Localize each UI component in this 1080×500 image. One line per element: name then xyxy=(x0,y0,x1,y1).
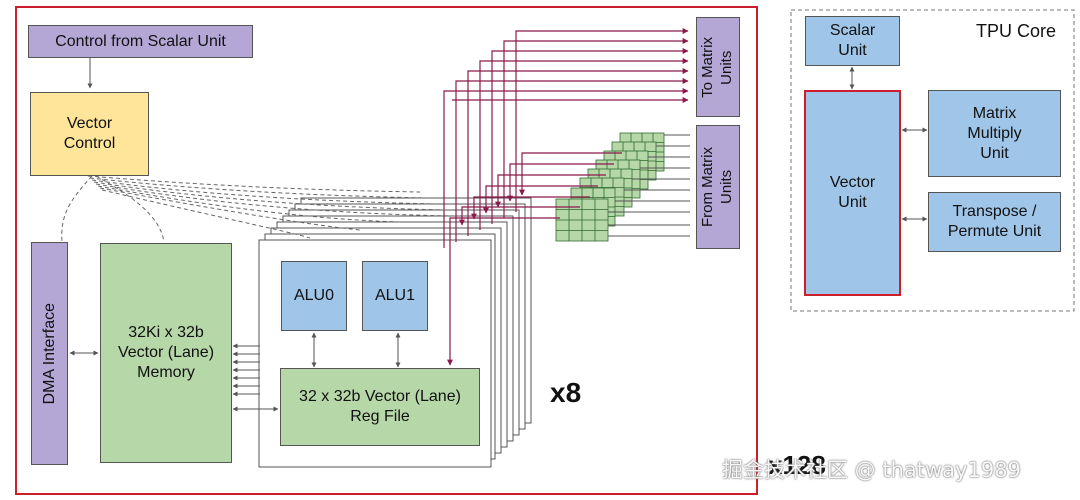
x128-multiplier: x128 xyxy=(768,450,826,480)
alu1-label: ALU1 xyxy=(374,287,416,304)
matrix-multiply-unit-box: Matrix Multiply Unit xyxy=(928,90,1061,177)
transpose-permute-unit-box: Transpose / Permute Unit xyxy=(928,192,1061,252)
matrix-input-lines xyxy=(608,134,690,237)
vector-memory-label: 32Ki x 32b Vector (Lane) Memory xyxy=(117,324,215,381)
transpose-permute-unit-label: Transpose / Permute Unit xyxy=(947,203,1042,240)
alu1-box: ALU1 xyxy=(362,261,428,331)
control-from-scalar-box: Control from Scalar Unit xyxy=(28,25,253,58)
to-matrix-wires xyxy=(443,28,689,248)
vector-control-label: Vector Control xyxy=(63,115,116,152)
reg-file-box: 32 x 32b Vector (Lane) Reg File xyxy=(280,368,480,446)
alu0-box: ALU0 xyxy=(281,261,347,331)
memory-lane-arrows xyxy=(232,343,279,412)
tpu-vector-unit-label: Vector Unit xyxy=(829,174,876,211)
x8-multiplier: x8 xyxy=(550,377,582,408)
vector-memory-box: 32Ki x 32b Vector (Lane) Memory xyxy=(100,243,232,463)
from-matrix-units-box: From Matrix Units xyxy=(696,125,740,249)
watermark: 掘金技术社区 @ thatway1989 xyxy=(722,458,1021,482)
dma-interface-box: DMA Interface xyxy=(31,242,68,465)
vector-control-box: Vector Control xyxy=(30,92,149,176)
tpu-vector-unit-box: Vector Unit xyxy=(804,90,901,296)
matrix-grid-stack xyxy=(555,132,665,242)
to-matrix-units-label: To Matrix Units xyxy=(699,36,735,98)
vector-unit-detail-frame xyxy=(15,6,758,495)
scalar-unit-box: Scalar Unit xyxy=(805,16,900,66)
from-matrix-wires xyxy=(447,152,622,366)
control-dashed-lines xyxy=(61,175,456,243)
to-matrix-units-box: To Matrix Units xyxy=(696,17,740,117)
tpu-core-title: TPU Core xyxy=(976,21,1057,41)
reg-file-label: 32 x 32b Vector (Lane) Reg File xyxy=(299,388,461,425)
matrix-multiply-unit-label: Matrix Multiply Unit xyxy=(967,104,1022,162)
tpu-core-frame xyxy=(790,9,1075,312)
alu0-label: ALU0 xyxy=(293,287,335,304)
scalar-unit-label: Scalar Unit xyxy=(829,22,876,59)
from-matrix-units-label: From Matrix Units xyxy=(699,147,735,227)
dma-interface-label: DMA Interface xyxy=(40,302,58,405)
control-from-scalar-label: Control from Scalar Unit xyxy=(55,32,226,50)
